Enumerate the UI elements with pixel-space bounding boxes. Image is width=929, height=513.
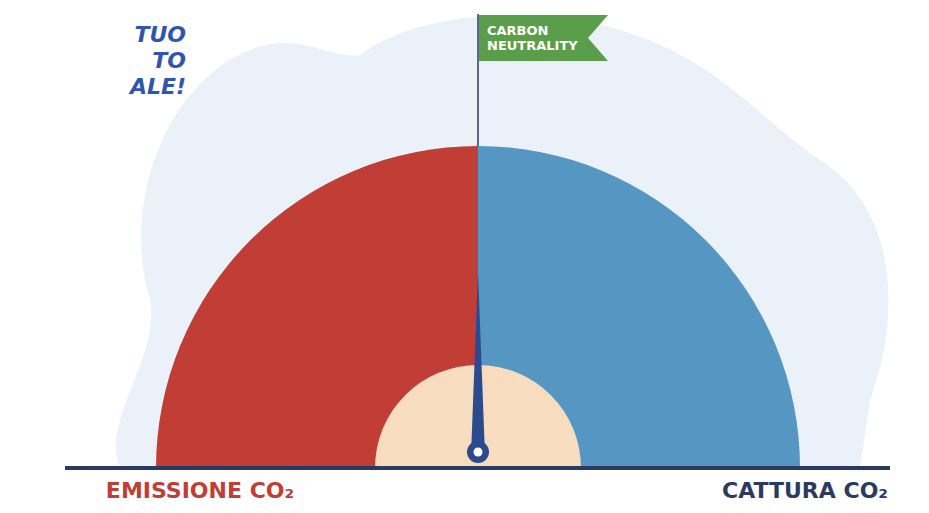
flag-text: CARBON NEUTRALITY — [487, 23, 578, 53]
slogan-text: TUO TO ALE! — [130, 22, 186, 100]
flag-pole — [477, 14, 479, 146]
background-blob — [116, 15, 889, 468]
base-line — [65, 466, 890, 470]
emission-label: EMISSIONE CO₂ — [106, 478, 294, 503]
carbon-neutrality-flag: CARBON NEUTRALITY — [479, 15, 608, 61]
needle-pivot — [467, 441, 489, 463]
capture-label: CATTURA CO₂ — [722, 478, 888, 503]
needle-pivot-dot — [474, 448, 483, 457]
flag-outline — [479, 15, 608, 61]
gauge-needle — [471, 272, 485, 455]
